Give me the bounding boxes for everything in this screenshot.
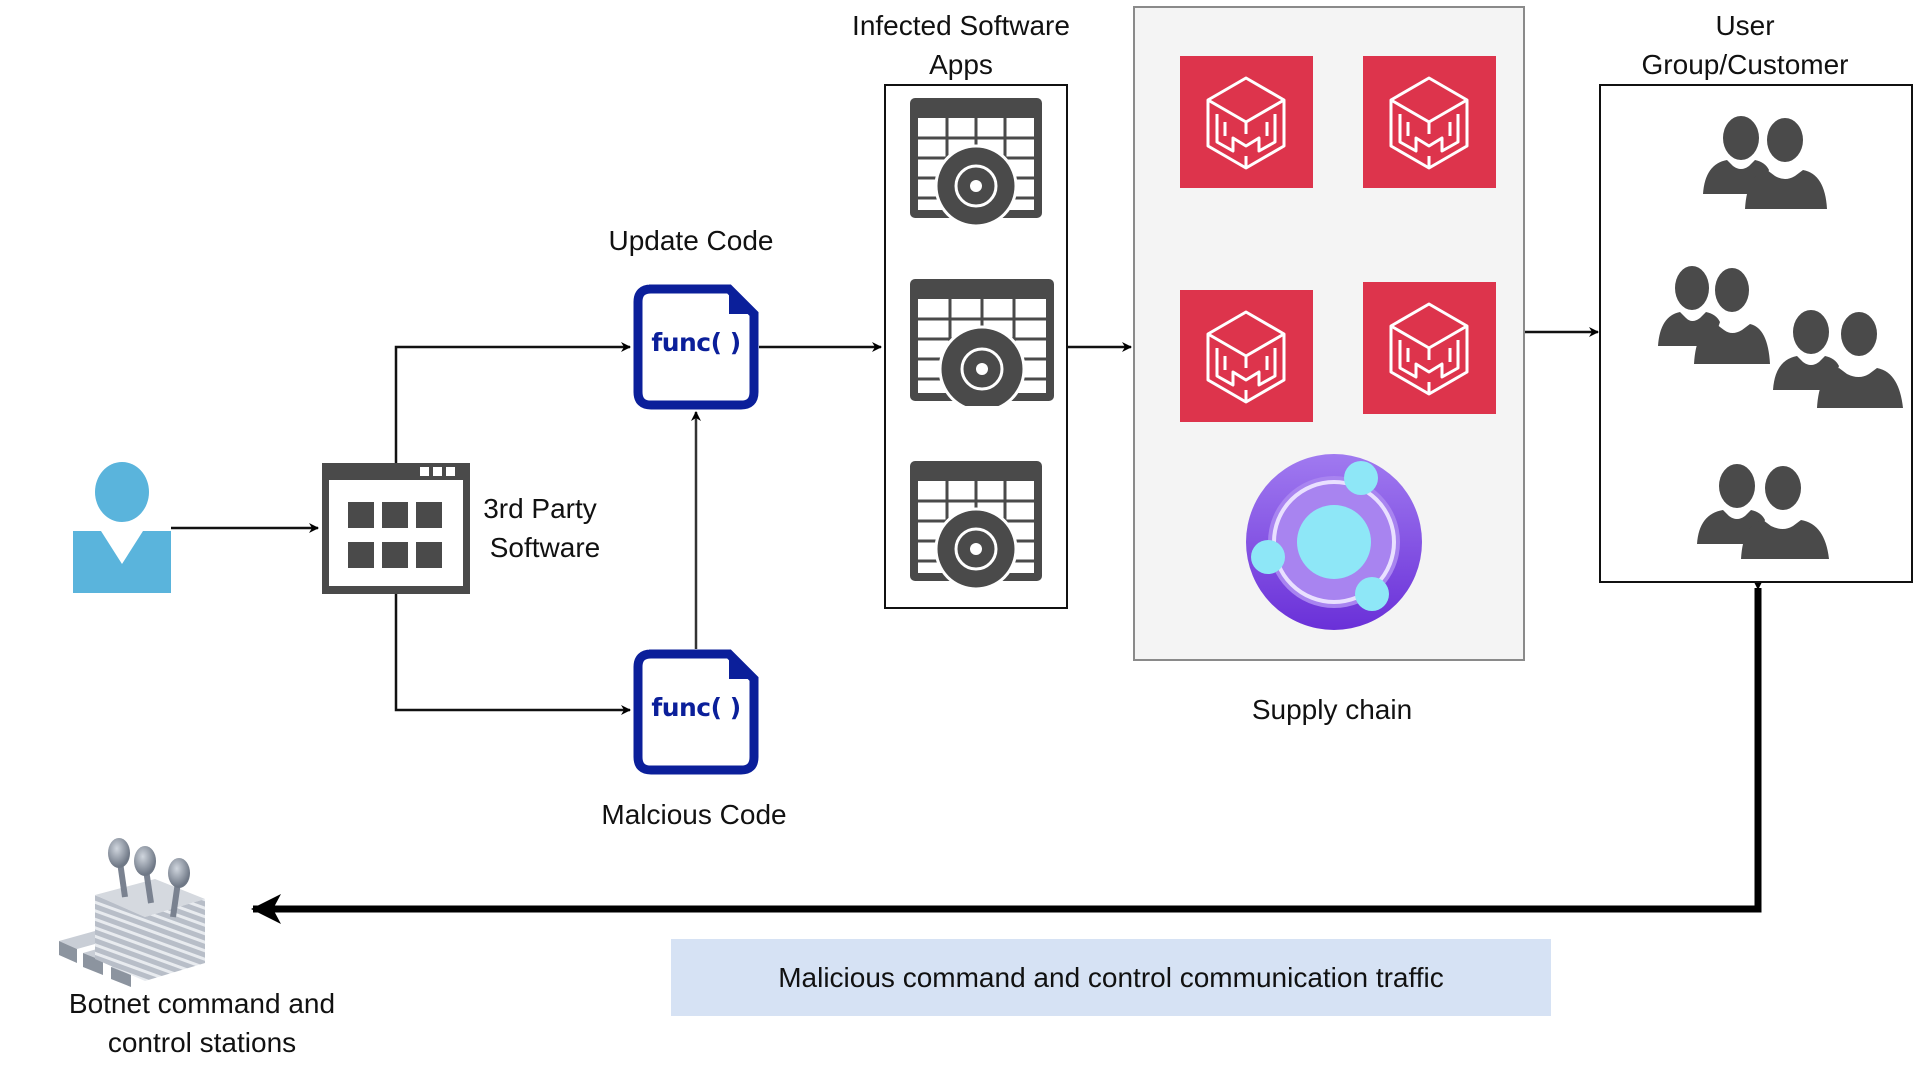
botnet-node[interactable] [55,835,247,987]
software-disc-icon [910,98,1042,225]
software-disc-icon [910,461,1042,588]
botnet-label-line1: Botnet command and [68,988,336,1019]
malicious-code-file-text: func( ) [651,693,741,722]
user-group-icon [1658,265,1770,364]
user-icon [73,462,171,593]
botnet-station-icon [59,838,205,987]
update-code-file-text: func( ) [651,328,741,357]
botnet-label-line2: control stations [107,1027,297,1058]
code-file-icon [633,284,759,410]
attacker-node[interactable] [73,462,171,593]
third-party-label-line2: Software [489,532,601,563]
third-party-label-line1: 3rd Party [483,493,597,524]
package-icon [1363,282,1496,414]
package-icon [1363,56,1496,188]
app-window-icon [322,463,470,594]
edge-users-botnet-cc-traffic [251,560,1773,924]
infected-apps-label-line2: Apps [929,49,993,80]
edge-third-party-to-update-code [394,342,631,463]
malicious-code-label: Malcious Code [601,799,787,830]
users-container[interactable] [1599,84,1913,583]
code-file-icon [633,649,759,775]
orbit-icon [1246,454,1422,630]
cc-traffic-label: Malicious command and control communicat… [671,939,1551,1016]
users-label-line1: User [1715,10,1775,41]
package-icon [1180,56,1313,188]
software-disc-icon [910,279,1054,406]
supply-chain-label: Supply chain [1251,694,1413,725]
users-label-line2: Group/Customer [1641,49,1849,80]
infected-apps-label-line1: Infected Software [852,10,1070,41]
update-code-node[interactable]: func( ) [633,284,759,410]
supply-chain-container[interactable] [1133,6,1525,661]
package-icon [1180,290,1313,422]
malicious-code-node[interactable]: func( ) [633,649,759,775]
user-group-icon [1703,115,1827,209]
third-party-software-node[interactable] [322,463,470,594]
infected-apps-container[interactable] [884,84,1068,609]
user-group-icon [1697,463,1829,559]
update-code-label: Update Code [608,225,774,256]
user-group-icon [1773,309,1903,408]
edge-third-party-to-malicious-code [394,593,631,715]
